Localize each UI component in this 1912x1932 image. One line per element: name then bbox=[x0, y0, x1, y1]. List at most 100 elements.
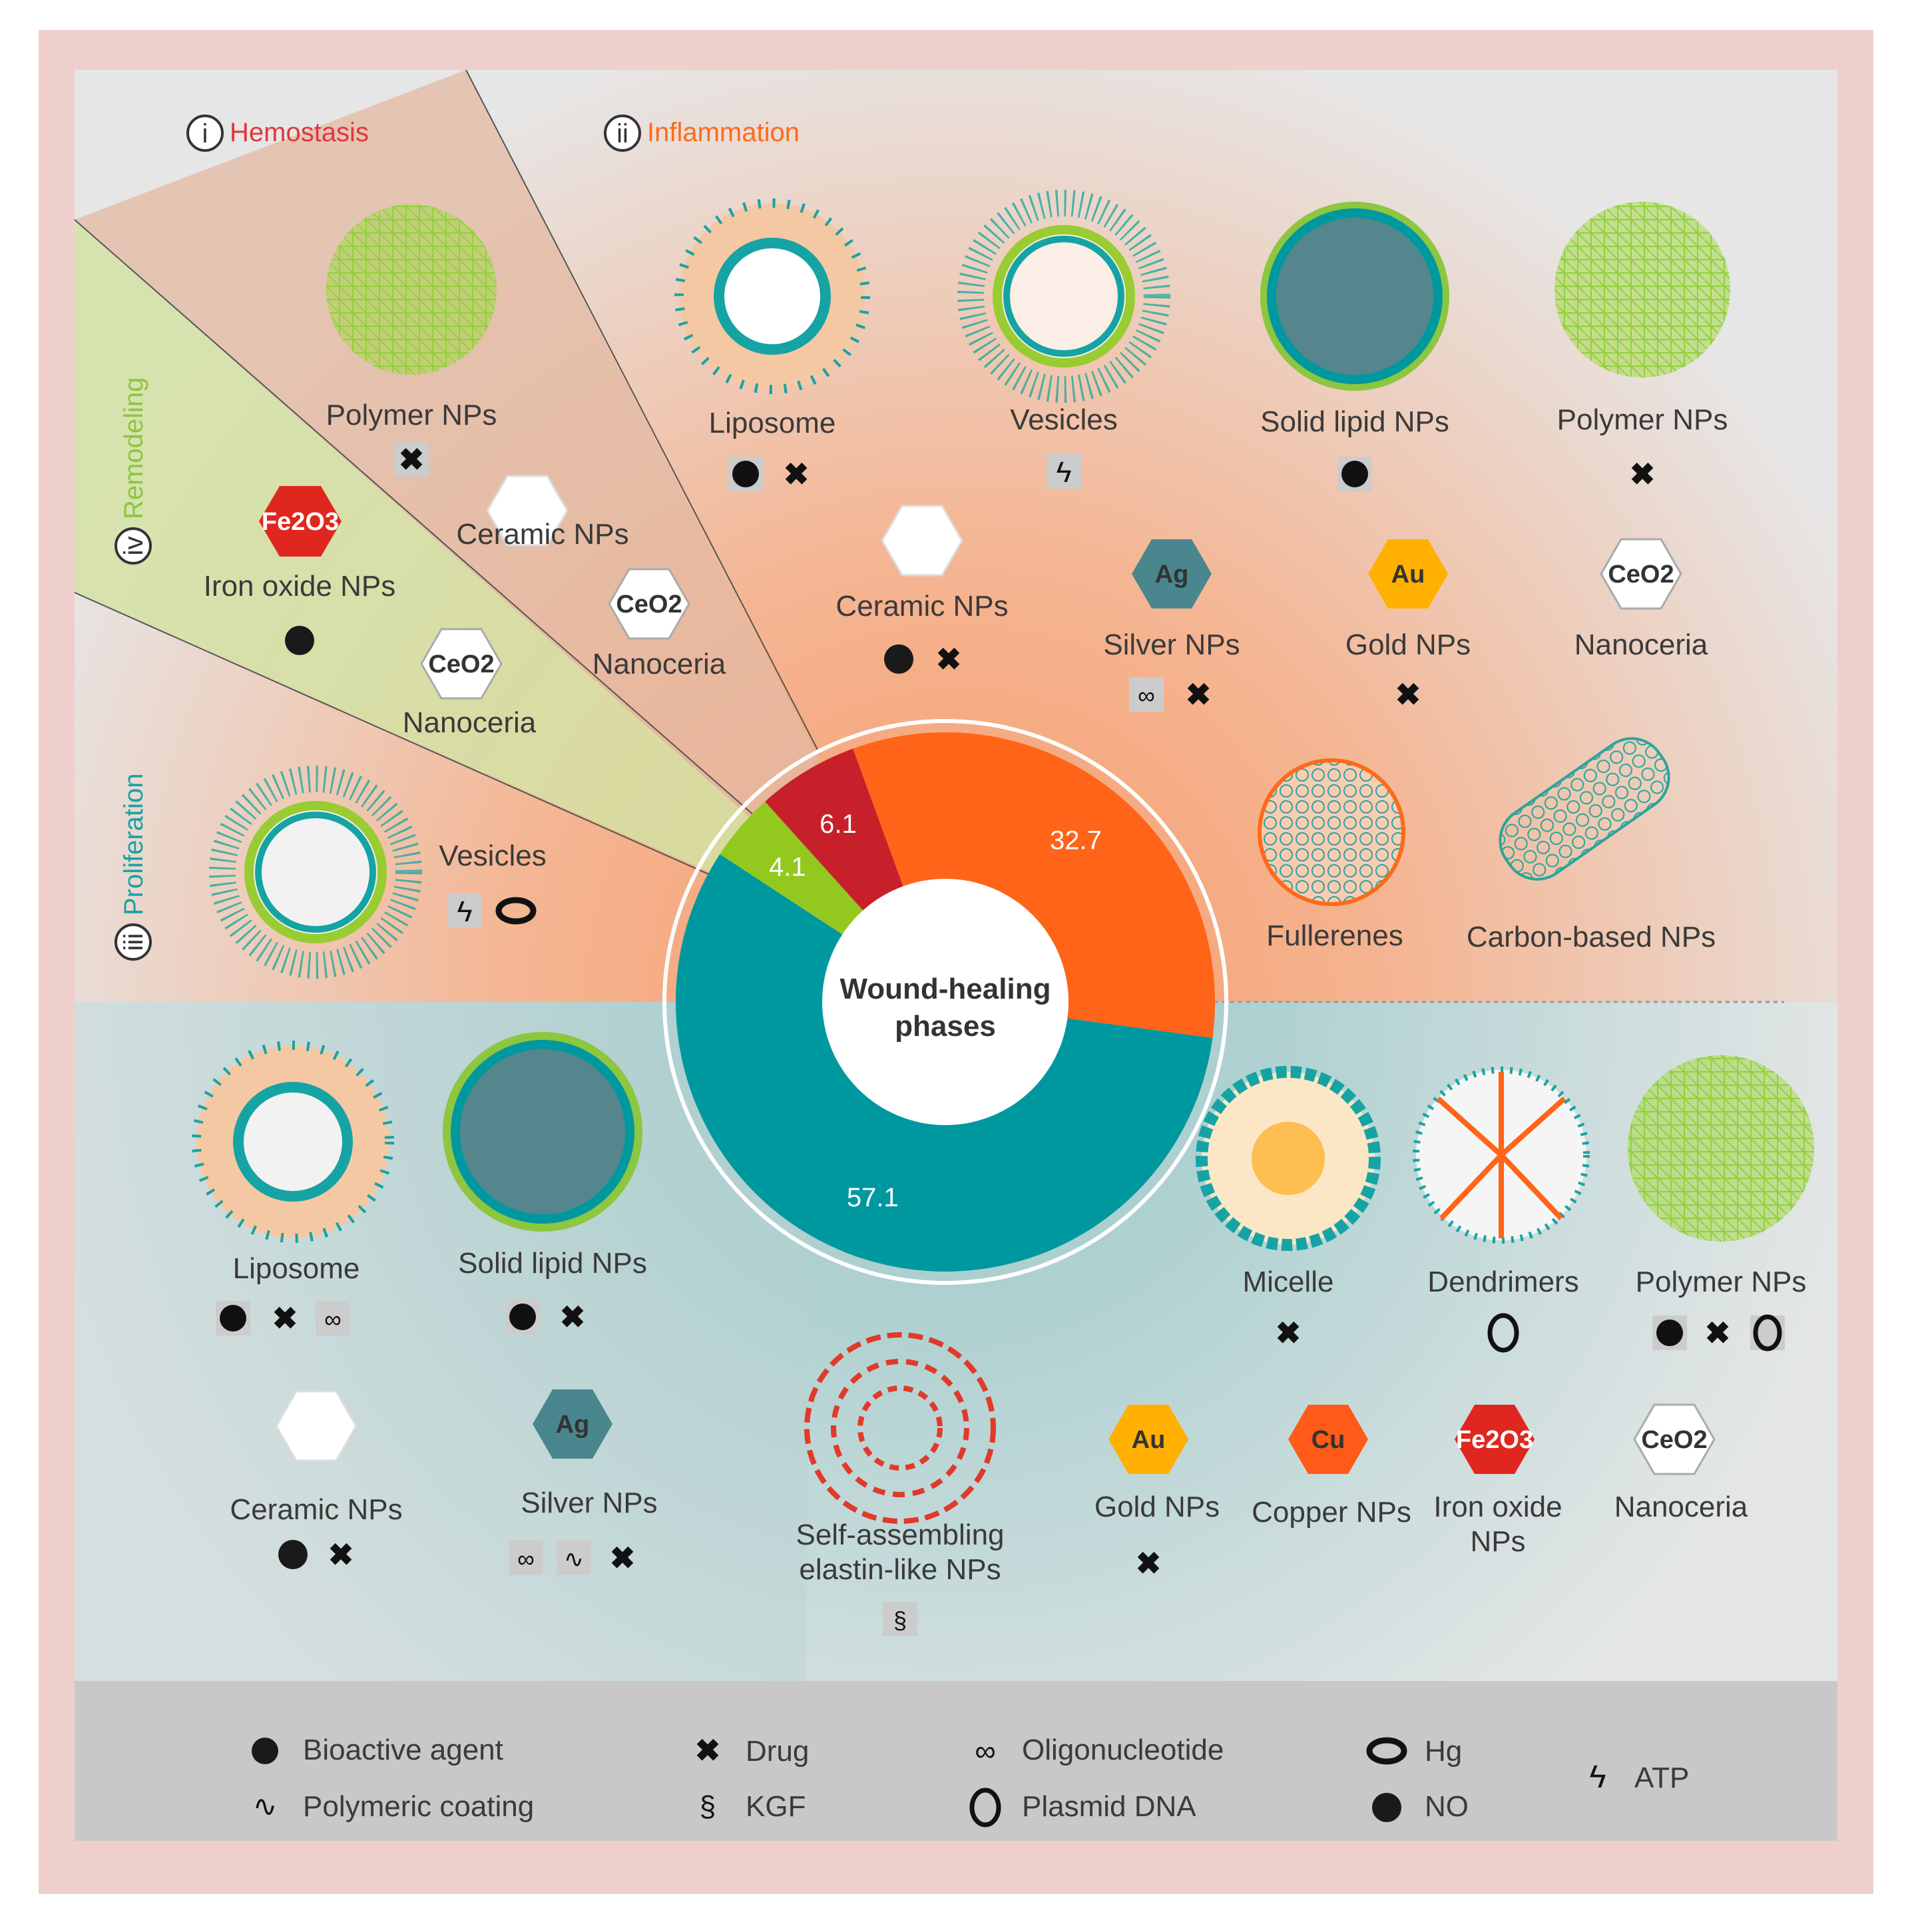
legend-kgf: §KGF bbox=[700, 1790, 806, 1823]
svg-text:Ag: Ag bbox=[556, 1411, 590, 1439]
proliferation-copper-np: Cu Copper NPs bbox=[1252, 1405, 1411, 1529]
svg-text:Polymer NPs: Polymer NPs bbox=[1636, 1266, 1807, 1298]
legend-oligonucleotide: ∞Oligonucleotide bbox=[975, 1734, 1224, 1768]
svg-text:Au: Au bbox=[1391, 561, 1425, 589]
svg-text:Nanoceria: Nanoceria bbox=[593, 648, 726, 680]
svg-text:CeO2: CeO2 bbox=[428, 650, 494, 678]
svg-text:Silver NPs: Silver NPs bbox=[1103, 628, 1240, 661]
proliferation-nanoceria: CeO2 Nanoceria bbox=[1614, 1403, 1748, 1523]
svg-text:iii: iii bbox=[119, 933, 148, 951]
svg-text:Solid lipid NPs: Solid lipid NPs bbox=[1260, 405, 1449, 438]
svg-text:✖: ✖ bbox=[1395, 677, 1421, 712]
svg-text:✖: ✖ bbox=[1186, 677, 1212, 712]
svg-text:Micelle: Micelle bbox=[1243, 1266, 1334, 1298]
svg-text:CeO2: CeO2 bbox=[616, 591, 682, 618]
legend-bioactive-agent: Bioactive agent bbox=[252, 1734, 503, 1766]
svg-text:Bioactive agent: Bioactive agent bbox=[303, 1734, 503, 1766]
svg-text:Gold NPs: Gold NPs bbox=[1345, 628, 1471, 661]
svg-text:ϟ: ϟ bbox=[1589, 1760, 1606, 1795]
svg-text:✖: ✖ bbox=[328, 1537, 354, 1572]
legend-no: NO bbox=[1372, 1790, 1469, 1823]
proliferation-iron-oxide-np: Fe2O3 Iron oxide NPs bbox=[1433, 1405, 1562, 1558]
donut-slice-label-2: 57.1 bbox=[847, 1183, 899, 1212]
svg-text:KGF: KGF bbox=[746, 1790, 806, 1823]
svg-text:§: § bbox=[893, 1606, 907, 1634]
svg-text:Silver NPs: Silver NPs bbox=[521, 1487, 657, 1519]
svg-text:Nanoceria: Nanoceria bbox=[1614, 1491, 1748, 1523]
svg-text:Liposome: Liposome bbox=[233, 1252, 360, 1285]
donut-slice-0 bbox=[765, 748, 905, 913]
svg-text:NPs: NPs bbox=[1470, 1525, 1525, 1558]
drug-icon: ✖ bbox=[394, 442, 429, 477]
svg-text:Remodeling: Remodeling bbox=[119, 377, 148, 519]
hemostasis-nanoceria: CeO2 Nanoceria bbox=[593, 568, 726, 680]
svg-text:∿: ∿ bbox=[253, 1790, 278, 1823]
phase-inflammation-header: ii Inflammation bbox=[604, 115, 800, 152]
svg-text:Polymer NPs: Polymer NPs bbox=[326, 399, 497, 431]
svg-text:Nanoceria: Nanoceria bbox=[403, 706, 537, 739]
svg-text:Fe2O3: Fe2O3 bbox=[1456, 1426, 1533, 1454]
donut-slice-1 bbox=[853, 732, 1215, 1039]
proliferation-gold-np: Au Gold NPs ✖ bbox=[1094, 1405, 1220, 1580]
svg-text:i: i bbox=[202, 119, 208, 148]
inflammation-polymer-np: Polymer NPs ✖ bbox=[1554, 202, 1730, 491]
svg-text:Gold NPs: Gold NPs bbox=[1094, 1491, 1220, 1523]
remodeling-wedge bbox=[75, 220, 845, 932]
svg-text:✖: ✖ bbox=[1705, 1316, 1731, 1350]
phase-remodeling-header: iv Remodeling bbox=[115, 377, 152, 565]
svg-text:∞: ∞ bbox=[517, 1545, 535, 1572]
hemostasis-polymer-np: Polymer NPs ✖ bbox=[326, 204, 497, 477]
svg-text:Proliferation: Proliferation bbox=[119, 774, 148, 915]
svg-text:Au: Au bbox=[1132, 1426, 1166, 1454]
legend-polymeric-coating: ∿Polymeric coating bbox=[253, 1790, 535, 1823]
svg-text:Inflammation: Inflammation bbox=[647, 118, 800, 147]
donut-slice-2 bbox=[676, 854, 1213, 1272]
legend-drug: ✖Drug bbox=[695, 1733, 810, 1768]
svg-text:Vesicles: Vesicles bbox=[1010, 403, 1117, 436]
donut-hole bbox=[822, 879, 1069, 1125]
svg-text:iv: iv bbox=[119, 537, 148, 556]
remodeling-iron-oxide-np: Fe2O3 Iron oxide NPs bbox=[204, 486, 395, 655]
no-icon bbox=[285, 626, 314, 655]
svg-text:Solid lipid NPs: Solid lipid NPs bbox=[458, 1247, 647, 1280]
svg-text:Plasmid DNA: Plasmid DNA bbox=[1022, 1790, 1196, 1823]
wound-healing-donut-chart: 6.132.757.14.1 bbox=[676, 732, 1215, 1272]
svg-text:∿: ∿ bbox=[564, 1545, 584, 1572]
svg-text:✖: ✖ bbox=[610, 1541, 636, 1575]
svg-text:Ceramic NPs: Ceramic NPs bbox=[836, 590, 1008, 622]
svg-text:✖: ✖ bbox=[1276, 1316, 1302, 1350]
center-label-line2: phases bbox=[895, 1010, 996, 1043]
inflammation-ceramic-np: Ceramic NPs ✖ bbox=[836, 505, 1009, 676]
inflammation-liposome: Liposome ✖ bbox=[674, 198, 870, 491]
legend-plasmid-dna: Plasmid DNA bbox=[969, 1788, 1196, 1827]
phase-hemostasis-header: i Hemostasis bbox=[186, 115, 369, 152]
donut-slice-label-3: 4.1 bbox=[769, 853, 806, 882]
svg-text:ϟ: ϟ bbox=[457, 895, 472, 928]
svg-text:Nanoceria: Nanoceria bbox=[1574, 628, 1708, 661]
svg-text:Copper NPs: Copper NPs bbox=[1252, 1496, 1411, 1529]
inflammation-nanoceria: CeO2 Nanoceria bbox=[1574, 538, 1708, 661]
svg-text:ii: ii bbox=[616, 119, 628, 148]
svg-text:Ag: Ag bbox=[1155, 561, 1189, 589]
svg-text:NO: NO bbox=[1425, 1790, 1469, 1823]
inflammation-carbon-np: Carbon-based NPs bbox=[1467, 737, 1716, 953]
svg-text:∞: ∞ bbox=[324, 1306, 342, 1333]
proliferation-vesicles: Vesicles ϟ bbox=[209, 766, 547, 979]
legend-band bbox=[75, 1681, 1837, 1841]
svg-text:Dendrimers: Dendrimers bbox=[1427, 1266, 1578, 1298]
svg-text:CeO2: CeO2 bbox=[1641, 1426, 1707, 1454]
svg-text:Oligonucleotide: Oligonucleotide bbox=[1022, 1734, 1224, 1766]
svg-text:Ceramic NPs: Ceramic NPs bbox=[456, 518, 628, 551]
proliferation-polymer-np: Polymer NPs ✖ bbox=[1628, 1055, 1814, 1351]
svg-text:Carbon-based NPs: Carbon-based NPs bbox=[1467, 921, 1716, 953]
svg-text:Fe2O3: Fe2O3 bbox=[262, 508, 339, 536]
proliferation-liposome: Liposome ✖ ∞ bbox=[192, 1041, 394, 1335]
svg-text:Iron oxide: Iron oxide bbox=[1433, 1491, 1562, 1523]
svg-text:✖: ✖ bbox=[560, 1300, 586, 1334]
proliferation-silver-np: Ag Silver NPs ∞ ∿ ✖ bbox=[509, 1389, 658, 1575]
inflammation-fullerenes: Fullerenes bbox=[1258, 758, 1405, 952]
svg-text:Vesicles: Vesicles bbox=[439, 840, 546, 872]
proliferation-ceramic-np: Ceramic NPs ✖ bbox=[230, 1390, 403, 1572]
hemostasis-ceramic-np: Ceramic NPs bbox=[456, 475, 629, 551]
